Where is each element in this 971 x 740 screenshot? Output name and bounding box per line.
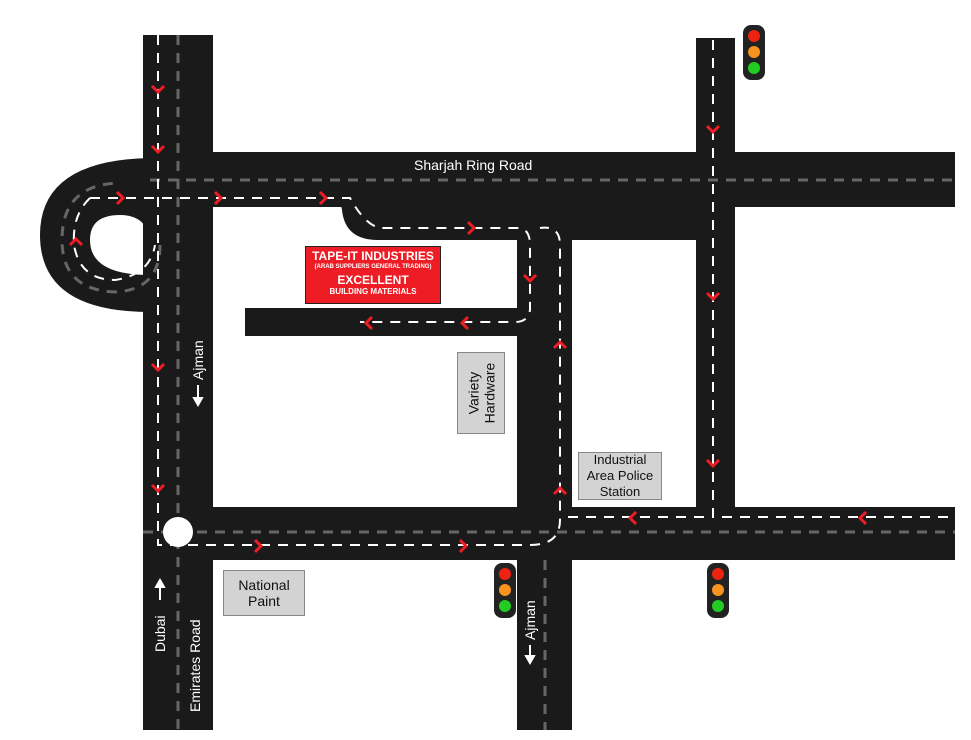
variety-hardware-label: Variety Hardware: [465, 362, 497, 424]
tape-it-sign: TAPE-IT INDUSTRIES (ARAB SUPPLIERS GENER…: [305, 246, 441, 304]
sign-excellent: EXCELLENT: [337, 273, 409, 287]
traffic-light-icon: [707, 563, 729, 618]
police-station-landmark: Industrial Area Police Station: [578, 452, 662, 500]
variety-hardware-landmark: Variety Hardware: [457, 352, 505, 434]
service-road: [340, 200, 700, 240]
ajman-south-label: Ajman: [522, 600, 538, 640]
police-station-label: Industrial Area Police Station: [586, 452, 654, 499]
loop-ramp: [40, 158, 152, 312]
sign-title: TAPE-IT INDUSTRIES: [312, 249, 434, 263]
emirates-road-label: Emirates Road: [187, 619, 203, 712]
ajman-north-label: Ajman: [190, 340, 206, 380]
ring-road-label: Sharjah Ring Road: [414, 157, 533, 173]
national-paint-label: National Paint: [238, 577, 290, 609]
dubai-label: Dubai: [152, 615, 168, 652]
sign-subtitle: (ARAB SUPPLIERS GENERAL TRADING): [314, 264, 432, 270]
lane-markings: [60, 35, 955, 730]
traffic-light-icon: [743, 25, 765, 80]
arrow-up-icon: [154, 577, 166, 600]
traffic-light-icon: [494, 563, 516, 618]
route-arrows: [68, 84, 868, 554]
arrow-down-icon: [192, 385, 204, 408]
arrow-down-icon: [524, 645, 536, 666]
sign-building-materials: BUILDING MATERIALS: [329, 287, 417, 296]
right-vertical-road: [696, 38, 735, 560]
roundabout: [163, 517, 193, 547]
national-paint-landmark: National Paint: [223, 570, 305, 616]
